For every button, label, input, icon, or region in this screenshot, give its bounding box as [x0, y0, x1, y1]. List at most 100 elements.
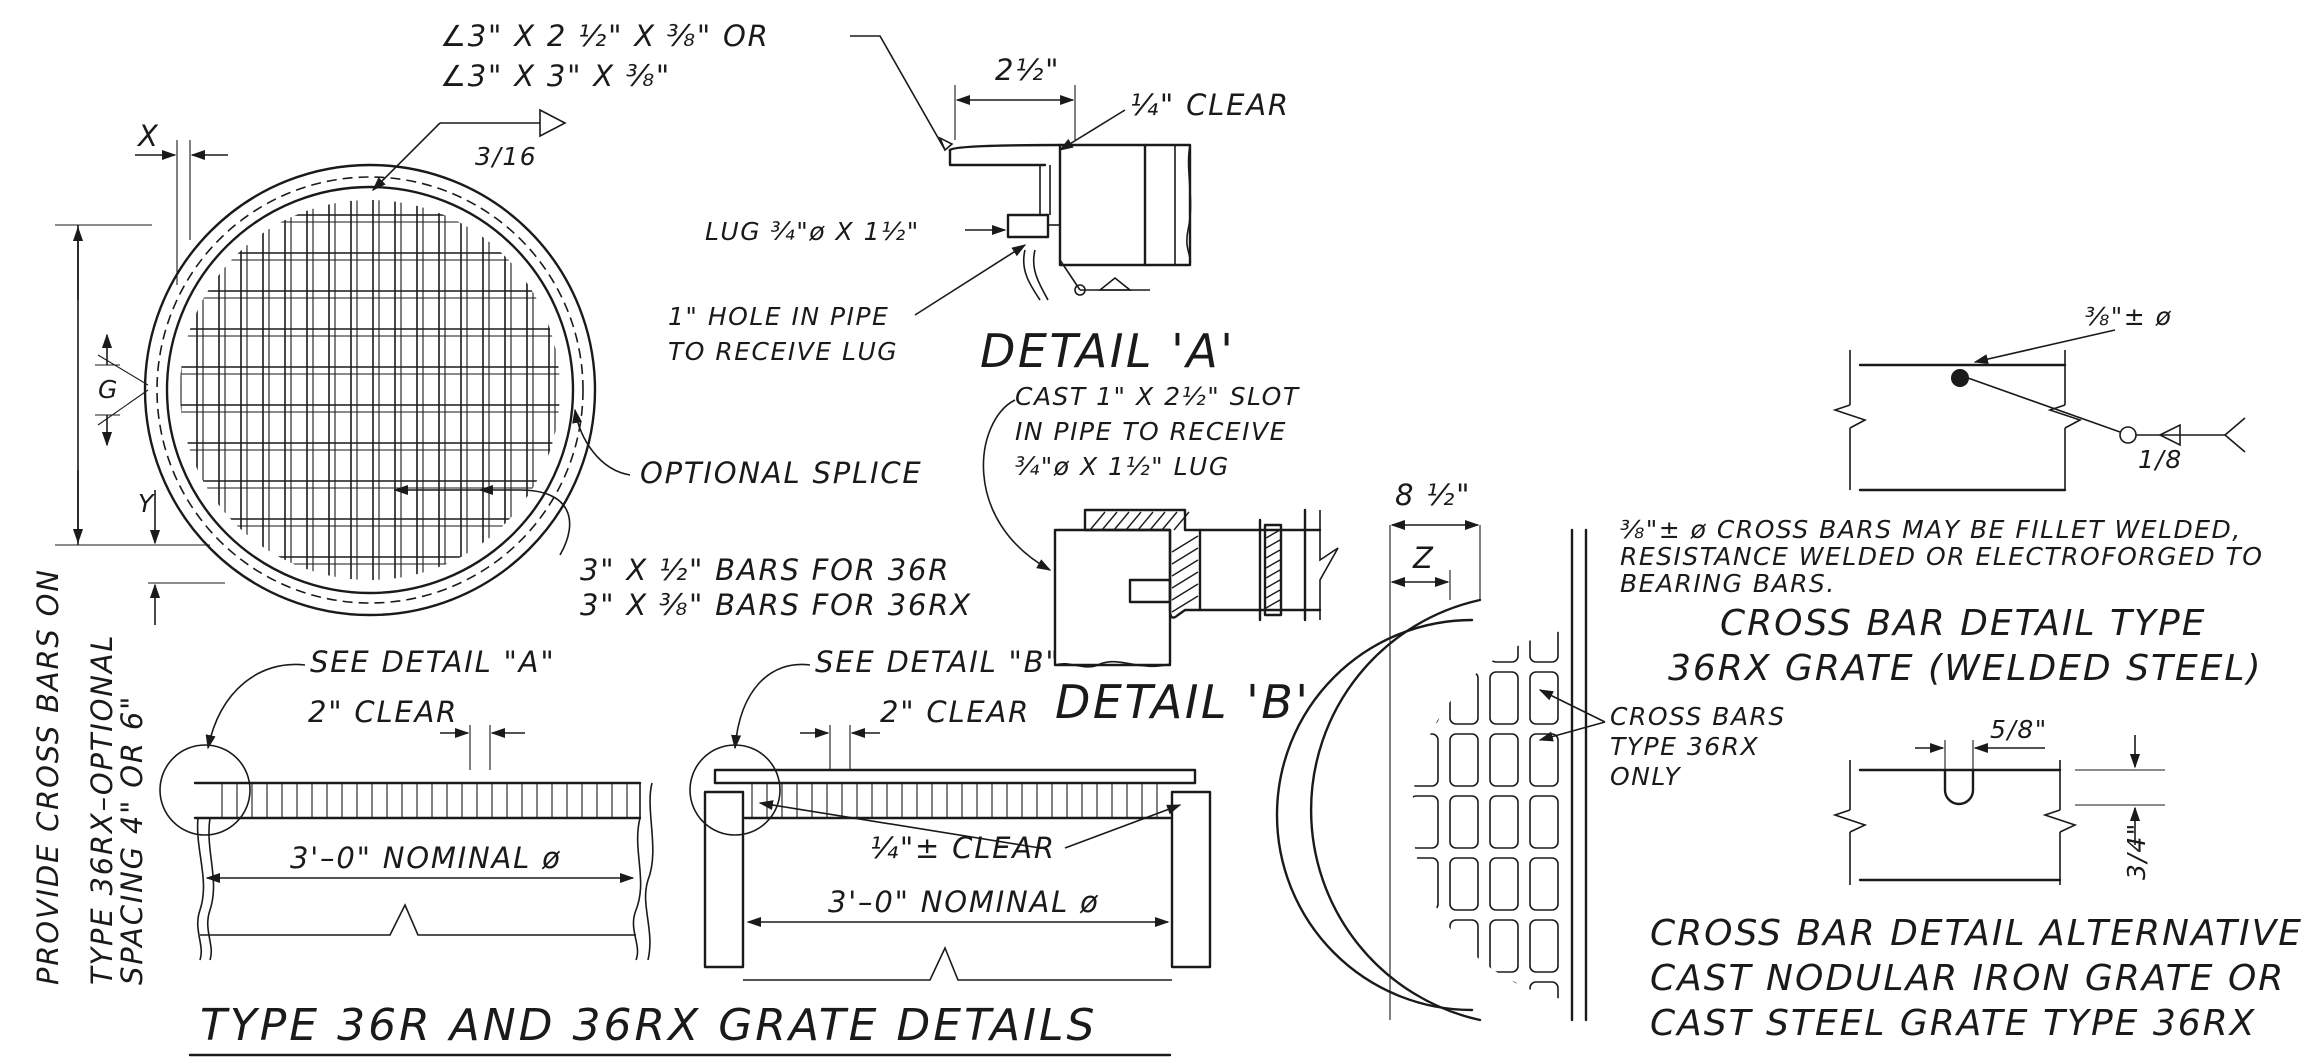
section-36rx-nominal: 3'–0" NOMINAL ø: [828, 885, 1100, 919]
cast-cell: [1412, 795, 1439, 849]
detail-b-slot-line1: CAST 1" X 2½" SLOT: [1015, 382, 1300, 411]
side-notes: PROVIDE CROSS BARS ON TYPE 36RX–OPTIONAL…: [31, 568, 149, 985]
cast-cell: [1412, 981, 1439, 1003]
hatch-line: [1173, 511, 1190, 531]
detail-b: CAST 1" X 2½" SLOT IN PIPE TO RECEIVE ¾"…: [982, 382, 1339, 729]
cast-cell: [1529, 795, 1559, 849]
dim-y-label: Y: [138, 489, 155, 518]
detail-a-hole-line2: TO RECEIVE LUG: [668, 337, 898, 366]
grate-plan-view: [143, 163, 597, 617]
detail-a-title: DETAIL 'A': [980, 324, 1235, 378]
hatch-line: [1265, 579, 1281, 589]
detail-a-lug: LUG ¾"ø X 1½": [705, 217, 920, 246]
welded-note-line3: BEARING BARS.: [1620, 569, 1836, 598]
detail-a: 2½" ¼" CLEAR LUG ¾"ø X 1½" 1" HOLE IN PI…: [668, 53, 1288, 378]
cast-cell: [1489, 733, 1519, 787]
dim-g: G: [95, 333, 149, 447]
cast-dim-3-4: 3/4": [2122, 822, 2151, 880]
section-36rx-quarter-clear: ¼"± CLEAR: [870, 831, 1056, 865]
cast-grate-cells: [1412, 627, 1559, 1003]
cast-cell: [1529, 919, 1559, 973]
section-36rx-clear: 2" CLEAR: [880, 695, 1030, 729]
cast-cell: [1412, 733, 1439, 787]
cast-cell: [1489, 627, 1519, 663]
dim-x: X: [135, 119, 228, 285]
cast-cell: [1489, 857, 1519, 911]
hatch-line: [1265, 549, 1281, 559]
sheet-title: TYPE 36R AND 36RX GRATE DETAILS: [200, 1000, 1097, 1051]
section-36r-bars: [221, 783, 628, 818]
cast-cell: [1529, 733, 1559, 787]
cast-dim-8half: 8 ½": [1395, 478, 1471, 512]
cast-cell: [1529, 671, 1559, 725]
welded-note-line2: RESISTANCE WELDED OR ELECTROFORGED TO: [1620, 542, 2263, 571]
hatch-line: [1171, 583, 1199, 601]
welded-rod-label: ⅜"± ø: [2085, 302, 2172, 331]
side-note-line2: TYPE 36RX–OPTIONAL: [85, 634, 119, 985]
grate-dashed-ring: [156, 176, 584, 604]
cast-cell: [1449, 857, 1479, 911]
angle-callout: ∠3" X 2 ½" X ⅜" OR ∠3" X 3" X ⅜" 3/16: [371, 19, 954, 192]
hatch-line: [1171, 535, 1199, 553]
cast-cross-line3: ONLY: [1610, 762, 1681, 791]
hatch-line: [1265, 559, 1281, 569]
side-note-line3: SPACING 4" OR 6": [115, 695, 149, 985]
welded-note-line1: ⅜"± ø CROSS BARS MAY BE FILLET WELDED,: [1620, 515, 2242, 544]
bars-36r-label: 3" X ½" BARS FOR 36R: [580, 553, 950, 587]
welded-weld-label: 1/8: [2138, 445, 2183, 474]
detail-b-title: DETAIL 'B': [1055, 675, 1311, 729]
cast-cell: [1489, 671, 1519, 725]
detail-b-hatching: [1089, 511, 1281, 613]
hatch-line: [1171, 595, 1199, 613]
cast-cross-line2: TYPE 36RX: [1610, 732, 1759, 761]
grate-inner-ring: [165, 185, 575, 595]
hatch-line: [1149, 511, 1166, 531]
hatch-line: [1265, 529, 1281, 539]
cast-cell: [1449, 733, 1479, 787]
section-36r: SEE DETAIL "A" 2" CLEAR 3'–0" NOMINAL ø: [159, 645, 654, 961]
cast-cell: [1412, 627, 1439, 663]
sheet-title-block: TYPE 36R AND 36RX GRATE DETAILS: [188, 1000, 1172, 1057]
cast-title-line3: CAST STEEL GRATE TYPE 36RX: [1650, 1003, 2256, 1044]
cast-cell: [1489, 795, 1519, 849]
hatch-line: [1265, 569, 1281, 579]
bars-36rx-label: 3" X ⅜" BARS FOR 36RX: [580, 588, 972, 622]
cast-dim-5-8: 5/8": [1990, 715, 2048, 744]
cast-cell: [1412, 919, 1439, 973]
detail-b-slot-line3: ¾"ø X 1½" LUG: [1015, 452, 1230, 481]
section-36rx-bars: [751, 783, 1158, 818]
side-note-line1: PROVIDE CROSS BARS ON: [31, 568, 65, 985]
hatch-line: [1265, 539, 1281, 549]
hatch-line: [1161, 511, 1178, 531]
section-36rx: SEE DETAIL "B" 2" CLEAR ¼"± CLEAR 3'–0" …: [689, 645, 1212, 981]
cast-cross-line1: CROSS BARS: [1610, 702, 1786, 731]
welded-title-line1: CROSS BAR DETAIL TYPE: [1720, 603, 2206, 644]
section-36r-clear: 2" CLEAR: [308, 695, 458, 729]
section-36r-nominal: 3'–0" NOMINAL ø: [290, 841, 562, 875]
hatch-line: [1101, 511, 1118, 531]
angle-callout-line1: ∠3" X 2 ½" X ⅜" OR: [440, 19, 770, 53]
hatch-line: [1265, 599, 1281, 609]
bearing-bar-grid: [180, 200, 560, 580]
cast-cell: [1449, 919, 1479, 973]
detail-a-width: 2½": [995, 53, 1060, 87]
bars-callout: 3" X ½" BARS FOR 36R 3" X ⅜" BARS FOR 36…: [393, 484, 972, 622]
dim-g-label: G: [98, 375, 119, 404]
hatch-line: [1113, 511, 1130, 531]
cast-title-line2: CAST NODULAR IRON GRATE OR: [1650, 958, 2285, 999]
cast-dim-z: Z: [1412, 541, 1435, 575]
cast-cell: [1412, 671, 1439, 725]
dim-overall: Y: [55, 224, 225, 625]
hatch-line: [1171, 571, 1199, 589]
cast-cell: [1529, 857, 1559, 911]
dim-x-label: X: [136, 119, 160, 153]
grate-outer-ring: [143, 163, 597, 617]
cast-cell: [1489, 981, 1519, 1003]
cast-cell: [1529, 627, 1559, 663]
hatch-line: [1137, 511, 1154, 531]
section-36rx-see-detail: SEE DETAIL "B": [815, 645, 1061, 679]
cast-cell: [1489, 919, 1519, 973]
weld-size-label: 3/16: [475, 142, 537, 171]
hatch-line: [1171, 559, 1199, 577]
